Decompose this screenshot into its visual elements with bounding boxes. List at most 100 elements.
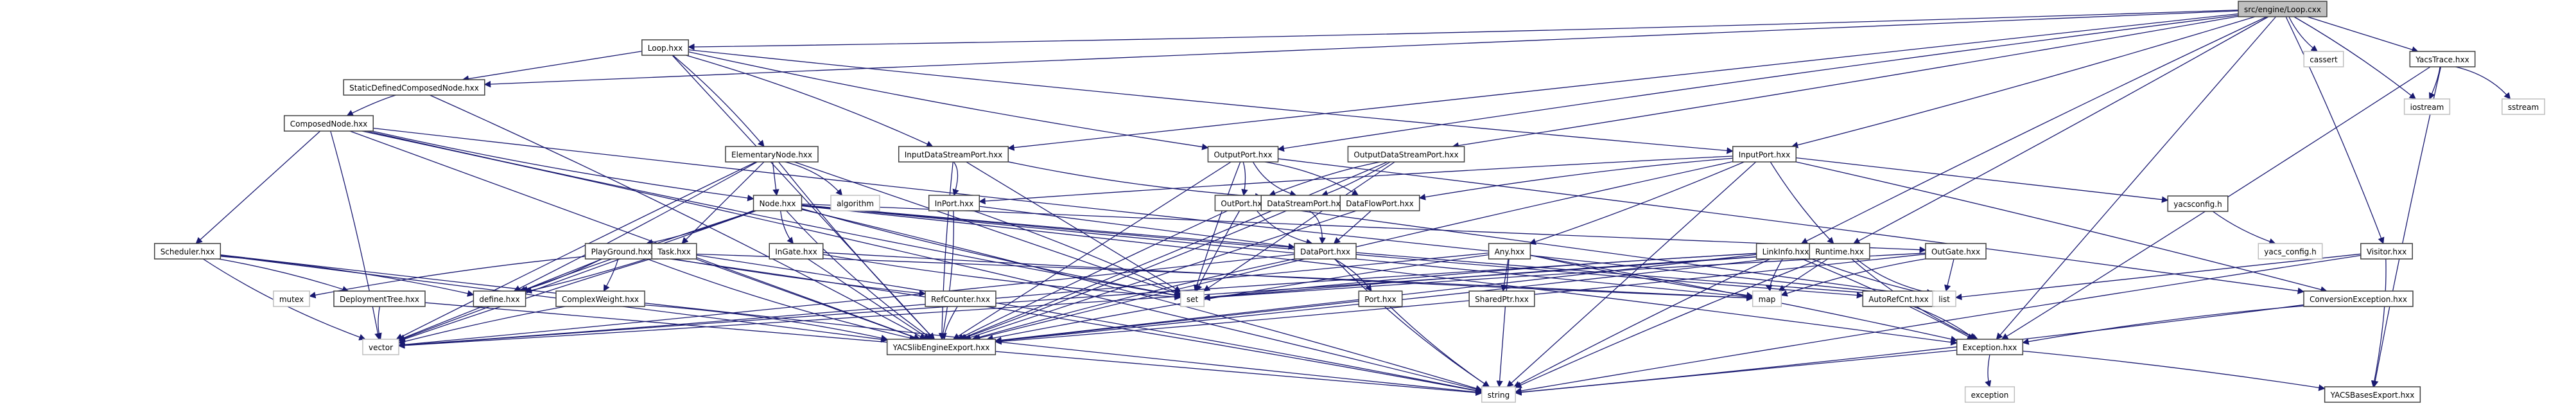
graph-node-sstream: sstream <box>2502 98 2545 115</box>
graph-node-yacsbasesexp[interactable]: YACSBasesExport.hxx <box>2324 386 2421 403</box>
edge-inport-to-dataport <box>979 206 1295 250</box>
node-box <box>2403 98 2451 115</box>
graph-node-deploytree[interactable]: DeploymentTree.hxx <box>333 290 426 307</box>
node-label: vector <box>369 343 393 352</box>
node-label: OutGate.hxx <box>1931 247 1980 256</box>
graph-node-root[interactable]: src/engine/Loop.cxx <box>2238 1 2328 17</box>
graph-node-any[interactable]: Any.hxx <box>1488 243 1531 260</box>
node-label: algorithm <box>837 199 874 208</box>
node-box <box>769 243 824 260</box>
node-box <box>2303 51 2344 67</box>
node-box <box>333 290 426 307</box>
edge-outputdsp-to-outport <box>1268 161 1381 197</box>
node-box <box>1468 290 1535 307</box>
node-box <box>2258 243 2323 260</box>
graph-node-node[interactable]: Node.hxx <box>753 195 803 211</box>
edge-composed-to-list <box>373 127 1934 301</box>
graph-node-runtime[interactable]: Runtime.hxx <box>1809 243 1870 260</box>
graph-node-elementary[interactable]: ElementaryNode.hxx <box>725 146 819 163</box>
edge-elementary-to-define <box>513 161 758 292</box>
node-box <box>886 339 996 355</box>
graph-node-inport[interactable]: InPort.hxx <box>928 195 980 211</box>
edge-staticdef-to-yacsengexp <box>430 94 927 340</box>
graph-node-complexweight[interactable]: ComplexWeight.hxx <box>555 290 645 307</box>
edge-composed-to-scheduler <box>195 130 321 244</box>
graph-node-autorefcnt[interactable]: AutoRefCnt.hxx <box>1862 290 1935 307</box>
graph-node-scheduler[interactable]: Scheduler.hxx <box>153 243 222 260</box>
node-box <box>153 243 222 260</box>
node-box <box>1347 146 1465 163</box>
node-label: Runtime.hxx <box>1815 247 1864 256</box>
graph-node-exception-hxx[interactable]: Exception.hxx <box>1956 339 2024 355</box>
graph-node-outputdsp[interactable]: OutputDataStreamPort.hxx <box>1347 146 1465 163</box>
graph-node-ingate[interactable]: InGate.hxx <box>769 243 824 260</box>
node-box <box>1925 243 1987 260</box>
graph-node-mutex: mutex <box>273 290 310 307</box>
node-label: ConversionException.hxx <box>2310 295 2407 304</box>
graph-node-yacsconfig[interactable]: yacsconfig.h <box>2167 195 2229 212</box>
node-label: string <box>1488 391 1510 400</box>
edge-loop_hxx-to-elementary <box>672 55 765 147</box>
edge-outputport-to-set <box>1194 161 1241 292</box>
node-box <box>2167 195 2229 212</box>
edge-loop_hxx-to-staticdef <box>462 51 642 82</box>
edge-scheduler-to-yacsengexp <box>220 254 888 343</box>
graph-node-sharedptr[interactable]: SharedPtr.hxx <box>1468 290 1535 307</box>
node-box <box>925 290 996 307</box>
node-label: Loop.hxx <box>648 44 683 53</box>
graph-node-dataflow[interactable]: DataFlowPort.hxx <box>1339 195 1420 211</box>
node-label: OutPort.hxx <box>1221 199 1266 208</box>
graph-node-yacsengexp[interactable]: YACSlibEngineExport.hxx <box>886 339 996 355</box>
graph-node-inputport[interactable]: InputPort.hxx <box>1732 146 1797 163</box>
node-box <box>1956 339 2024 355</box>
node-box <box>641 39 689 56</box>
node-box <box>1180 290 1205 307</box>
graph-node-yacstrace[interactable]: YacsTrace.hxx <box>2409 51 2476 67</box>
graph-node-visitor[interactable]: Visitor.hxx <box>2360 243 2413 260</box>
edge-root-to-inputdsp <box>1007 13 2239 151</box>
node-label: Scheduler.hxx <box>161 247 215 256</box>
edge-any-to-yacsengexp <box>986 254 1489 342</box>
node-label: Port.hxx <box>1364 295 1396 304</box>
graph-node-linkinfo[interactable]: LinkInfo.hxx <box>1755 243 1816 260</box>
graph-node-staticdef[interactable]: StaticDefinedComposedNode.hxx <box>343 79 485 96</box>
edge-elementary-to-node <box>772 161 779 197</box>
graph-node-define[interactable]: define.hxx <box>473 290 527 307</box>
graph-node-datastream[interactable]: DataStreamPort.hxx <box>1260 195 1352 211</box>
edge-staticdef-to-composed <box>346 94 396 116</box>
edge-exception_hxx-to-exception <box>1985 354 1992 387</box>
edge-ingate-to-set <box>822 254 1181 301</box>
graph-node-dataport[interactable]: DataPort.hxx <box>1294 243 1357 260</box>
edge-root-to-loop_hxx <box>688 9 2239 51</box>
node-box <box>898 146 1009 163</box>
edge-dataport-to-vector <box>397 254 1295 348</box>
edge-dataflow-to-dataport <box>1333 210 1371 244</box>
graph-node-refcounter[interactable]: RefCounter.hxx <box>925 290 996 307</box>
graph-node-task[interactable]: Task.hxx <box>651 243 697 260</box>
edge-any-to-map <box>1530 254 1754 299</box>
graph-node-outgate[interactable]: OutGate.hxx <box>1925 243 1987 260</box>
graph-node-playground[interactable]: PlayGround.hxx <box>584 243 659 260</box>
graph-node-loop-hxx[interactable]: Loop.hxx <box>641 39 689 56</box>
node-label: InputDataStreamPort.hxx <box>905 150 1003 159</box>
graph-node-convexc[interactable]: ConversionException.hxx <box>2303 290 2414 307</box>
edge-inputdsp-to-set <box>966 161 1181 292</box>
edge-task-to-yacsengexp <box>695 258 921 341</box>
graph-node-outputport[interactable]: OutputPort.hxx <box>1207 146 1279 163</box>
graph-node-port[interactable]: Port.hxx <box>1358 290 1403 307</box>
node-box <box>651 243 697 260</box>
node-label: SharedPtr.hxx <box>1475 295 1529 304</box>
edge-composed-to-yacsengexp <box>349 130 921 341</box>
edge-node-to-exception_hxx <box>801 205 1958 346</box>
edge-inport-to-set <box>973 210 1181 295</box>
node-label: Task.hxx <box>657 247 691 256</box>
node-label: iostream <box>2410 103 2444 112</box>
graph-node-composed[interactable]: ComposedNode.hxx <box>283 115 374 132</box>
edge-loop_hxx-to-inputport <box>688 49 1734 154</box>
graph-node-inputdsp[interactable]: InputDataStreamPort.hxx <box>898 146 1009 163</box>
edge-composed-to-node <box>372 130 754 202</box>
node-label: ComposedNode.hxx <box>290 120 368 129</box>
edge-outputport-to-outport <box>1241 161 1248 197</box>
node-box <box>2303 290 2414 307</box>
edge-runtime-to-vector <box>397 253 1810 349</box>
